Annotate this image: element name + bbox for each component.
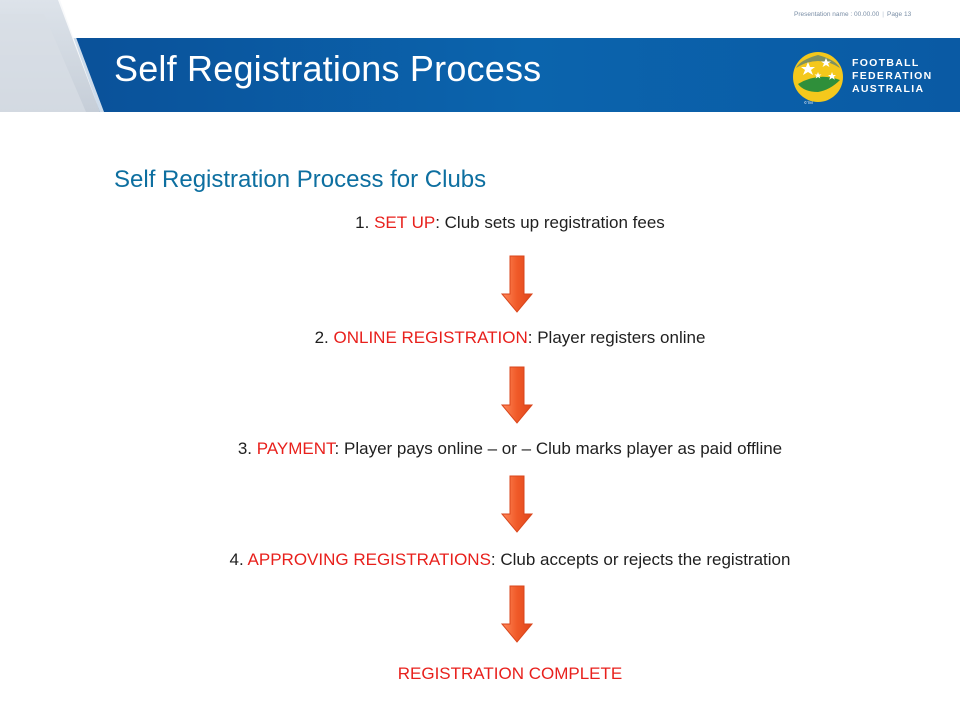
step-2-key: ONLINE REGISTRATION xyxy=(333,328,528,347)
down-arrow-icon xyxy=(500,585,534,643)
step-1-description: : Club sets up registration fees xyxy=(435,213,665,232)
step-3-description: : Player pays online – or – Club marks p… xyxy=(334,439,783,458)
step-2-description: : Player registers online xyxy=(527,328,706,347)
step-1-key: SET UP xyxy=(374,213,436,232)
ffa-ball-icon: ©TM xyxy=(793,52,843,105)
step-2: 2. ONLINE REGISTRATION: Player registers… xyxy=(314,328,706,347)
header-meta: Presentation name : 00.00.00|Page 13 xyxy=(794,11,912,18)
ffa-logo-text: FOOTBALL FEDERATION AUSTRALIA xyxy=(852,57,933,95)
step-4: 4. APPROVING REGISTRATIONS: Club accepts… xyxy=(229,550,791,569)
step-3-key: PAYMENT xyxy=(256,439,335,458)
section-subtitle: Self Registration Process for Clubs xyxy=(114,166,487,193)
page-number: Page 13 xyxy=(886,11,912,18)
step-4-description: : Club accepts or rejects the registrati… xyxy=(490,550,791,569)
step-3: 3. PAYMENT: Player pays online – or – Cl… xyxy=(237,439,783,458)
registration-complete: REGISTRATION COMPLETE xyxy=(397,664,623,683)
slide-title: Self Registrations Process xyxy=(114,48,542,89)
down-arrow-icon xyxy=(500,366,534,424)
down-arrow-icon xyxy=(500,475,534,533)
down-arrow-icon xyxy=(500,255,534,313)
step-4-key: APPROVING REGISTRATIONS xyxy=(247,550,491,569)
title-banner xyxy=(0,0,960,112)
step-1: 1. SET UP: Club sets up registration fee… xyxy=(355,213,665,232)
ffa-logo: ©TM xyxy=(793,52,843,105)
svg-text:©TM: ©TM xyxy=(804,100,813,105)
presentation-name: Presentation name : 00.00.00 xyxy=(794,11,880,18)
